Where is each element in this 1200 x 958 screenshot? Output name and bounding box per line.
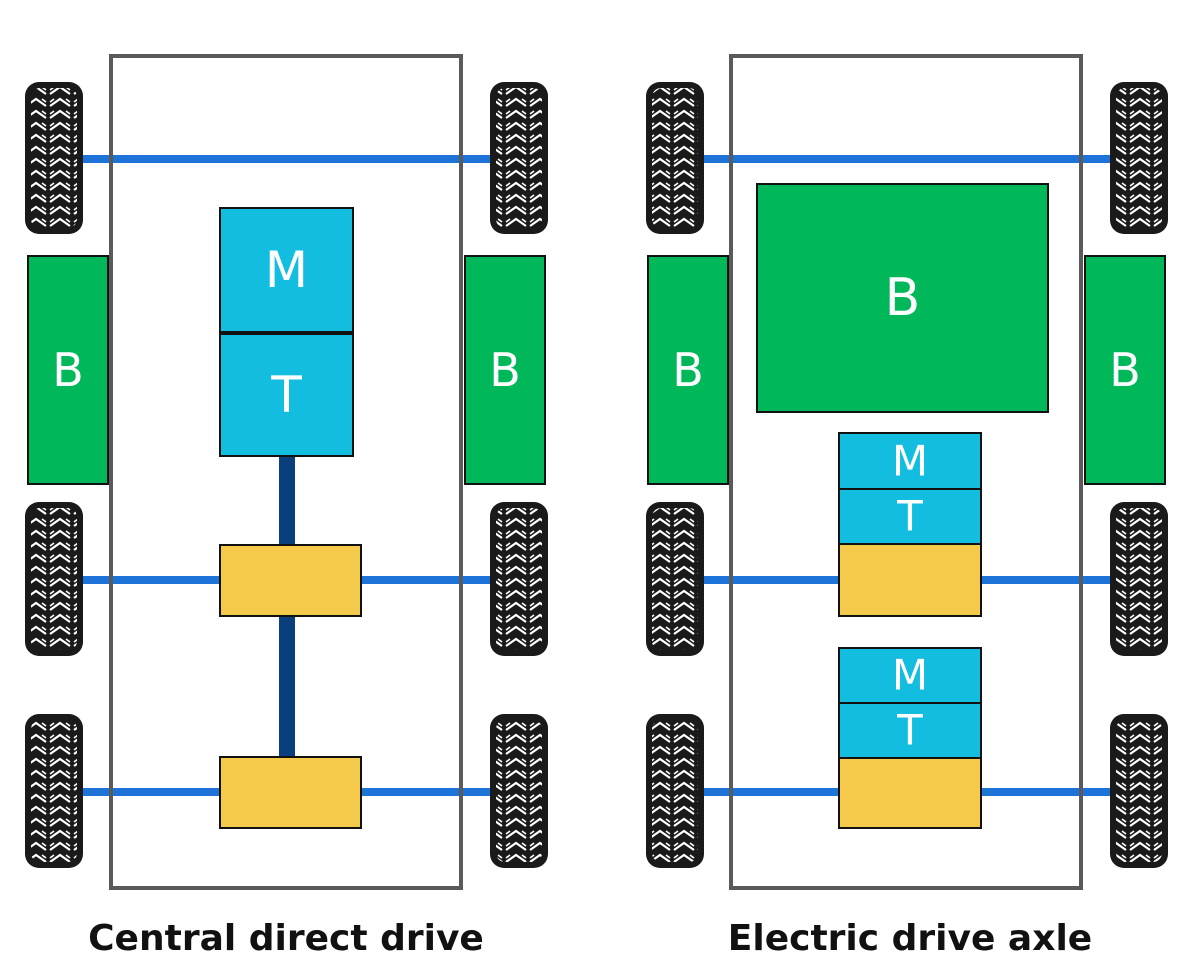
tire-middle-right	[1110, 502, 1168, 656]
tire-middle-left	[25, 502, 83, 656]
differential-rear	[219, 756, 362, 829]
caption-electric-drive-axle: Electric drive axle	[728, 918, 1092, 958]
e-axle-middle: M T	[838, 432, 982, 617]
tire-front-left	[25, 82, 83, 234]
tire-rear-right	[1110, 714, 1168, 868]
battery-center: B	[756, 183, 1049, 413]
tire-rear-left	[25, 714, 83, 868]
motor-block: M	[838, 647, 982, 704]
tire-middle-left	[646, 502, 704, 656]
transmission-block: T	[838, 702, 982, 759]
battery-label: B	[52, 343, 84, 397]
tire-front-right	[1110, 82, 1168, 234]
central-direct-drive-diagram: B B M T Central direct drive	[25, 54, 548, 958]
transmission-label: T	[270, 366, 302, 424]
differential-block	[838, 757, 982, 829]
motor-block: M	[219, 207, 354, 333]
tire-front-right	[490, 82, 548, 234]
vehicle-frame	[729, 54, 1083, 890]
motor-label: M	[265, 241, 308, 299]
transmission-label: T	[896, 706, 923, 755]
battery-label: B	[672, 343, 704, 397]
tire-rear-right	[490, 714, 548, 868]
tire-rear-left	[646, 714, 704, 868]
battery-left: B	[27, 255, 109, 485]
tire-middle-right	[490, 502, 548, 656]
battery-left: B	[647, 255, 729, 485]
tire-front-left	[646, 82, 704, 234]
e-axle-rear: M T	[838, 647, 982, 829]
vehicle-frame	[109, 54, 463, 890]
differential-block	[838, 543, 982, 617]
battery-label: B	[1109, 343, 1141, 397]
motor-block: M	[838, 432, 982, 490]
caption-central-direct-drive: Central direct drive	[88, 918, 484, 958]
battery-label: B	[885, 268, 921, 328]
battery-label: B	[489, 343, 521, 397]
motor-label: M	[892, 437, 928, 486]
motor-label: M	[892, 651, 928, 700]
transmission-block: T	[219, 333, 354, 457]
differential-middle	[219, 544, 362, 617]
battery-right: B	[1084, 255, 1166, 485]
transmission-label: T	[896, 492, 923, 541]
battery-right: B	[464, 255, 546, 485]
transmission-block: T	[838, 488, 982, 545]
electric-drive-axle-diagram: B B B M T M	[646, 54, 1168, 958]
